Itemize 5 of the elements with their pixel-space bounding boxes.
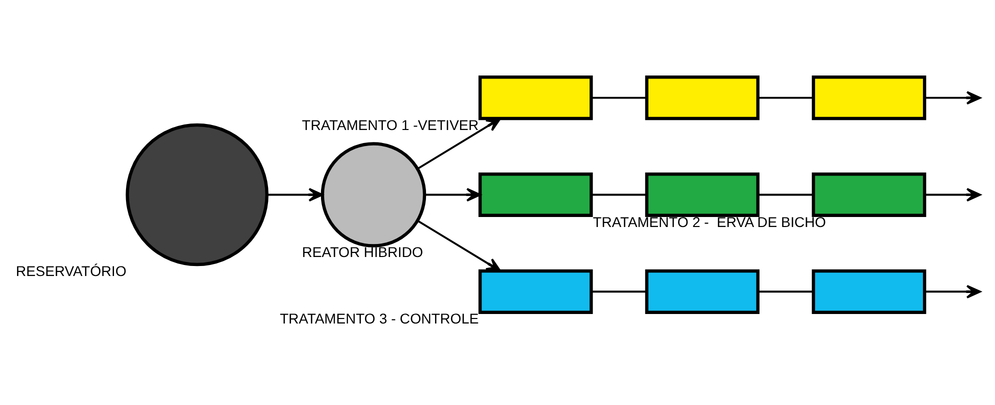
node-label: TRATAMENTO 3 - CONTROLE xyxy=(279,312,478,328)
node-label: TRATAMENTO 2 - ERVA DE BICHO xyxy=(592,214,826,231)
node-label: RESERVATÓRIO xyxy=(15,264,126,280)
node-label: TRATAMENTO 1 -VETIVER xyxy=(301,118,478,134)
node-label: REATOR HÍBRIDO xyxy=(302,245,423,262)
